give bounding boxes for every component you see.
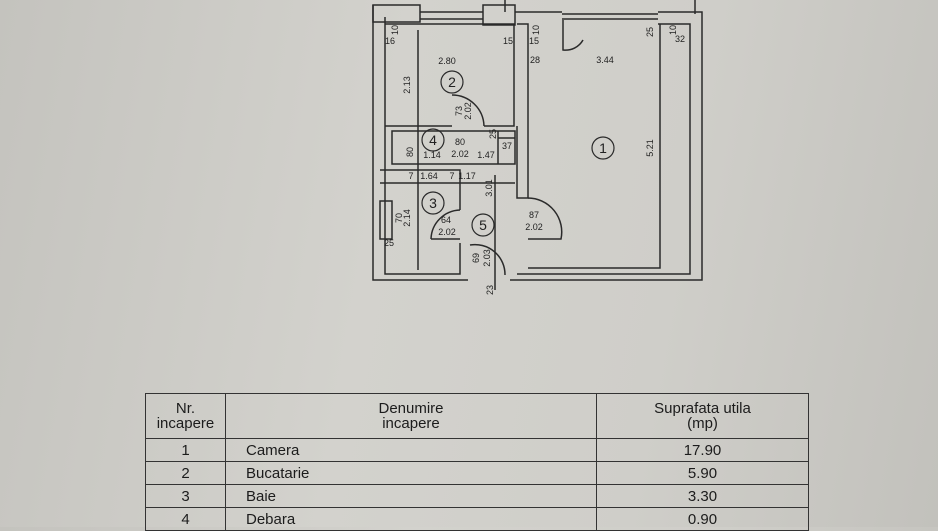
- dim-label: 23: [485, 285, 495, 295]
- room-numbers: 1 2 3 4 5: [429, 74, 607, 233]
- dim-label: 80: [455, 137, 465, 147]
- dim-label: 2.02: [451, 149, 469, 159]
- dim-label: 80: [405, 147, 415, 157]
- room-3-circle: [421, 191, 445, 215]
- room-4-circle: [421, 128, 445, 152]
- room-number: 2: [448, 74, 456, 90]
- room-markers: [421, 70, 615, 237]
- dim-label: 2.14: [402, 209, 412, 227]
- room-number: 5: [479, 217, 487, 233]
- floor-plan: 1 2 3 4 5 2.80 2.13 73 2.02 10 16 15 15 …: [372, 0, 703, 295]
- dim-label: 3.44: [596, 55, 614, 65]
- room-number: 3: [429, 195, 437, 211]
- dim-label: 25: [488, 129, 498, 139]
- table-header: Nr. incapere Denumire incapere Suprafata…: [145, 393, 809, 439]
- dim-label: 2.02: [463, 102, 473, 120]
- dim-label: 7: [449, 171, 454, 181]
- dim-label: 25: [384, 238, 394, 248]
- dim-label: 73: [454, 106, 464, 116]
- room-2-circle: [440, 70, 464, 94]
- dim-label: 7: [408, 171, 413, 181]
- cell-nr: 3: [145, 484, 226, 508]
- cell-area: 17.90: [596, 438, 809, 462]
- walls: [372, 0, 703, 290]
- dim-label: 2.03: [482, 249, 492, 267]
- dim-label: 1.64: [420, 171, 438, 181]
- dim-label: 64: [441, 215, 451, 225]
- cell-area: 5.90: [596, 461, 809, 485]
- header-nr: Nr. incapere: [145, 393, 226, 439]
- dim-label: 2.02: [525, 222, 543, 232]
- room-number: 4: [429, 132, 437, 148]
- dim-label: 2.80: [438, 56, 456, 66]
- dim-label: 1.47: [477, 150, 495, 160]
- dim-label: 69: [471, 253, 481, 263]
- dimension-labels: 2.80 2.13 73 2.02 10 16 15 15 10 28 3.44…: [384, 25, 685, 295]
- cell-name: Debara: [225, 507, 597, 531]
- dim-label: 5.21: [645, 139, 655, 157]
- dim-label: 15: [503, 36, 513, 46]
- dim-label: 10: [531, 25, 541, 35]
- cell-nr: 1: [145, 438, 226, 462]
- cell-area: 3.30: [596, 484, 809, 508]
- header-area: Suprafata utila (mp): [596, 393, 809, 439]
- dim-label: 25: [645, 27, 655, 37]
- dim-label: 2.02: [438, 227, 456, 237]
- dim-label: 1.14: [423, 150, 441, 160]
- dim-label: 10: [668, 25, 678, 35]
- room-5-circle: [471, 213, 495, 237]
- dim-label: 2.13: [402, 76, 412, 94]
- dim-label: 16: [385, 36, 395, 46]
- table-row: 2 Bucatarie 5.90: [145, 461, 809, 485]
- room-number: 1: [599, 140, 607, 156]
- cell-name: Baie: [225, 484, 597, 508]
- cell-name: Camera: [225, 438, 597, 462]
- cell-name: Bucatarie: [225, 461, 597, 485]
- table-row: 4 Debara 0.90: [145, 507, 809, 531]
- rooms-table: Nr. incapere Denumire incapere Suprafata…: [145, 393, 809, 531]
- table-row: 1 Camera 17.90: [145, 438, 809, 462]
- header-name: Denumire incapere: [225, 393, 597, 439]
- dim-label: 87: [529, 210, 539, 220]
- table-row: 3 Baie 3.30: [145, 484, 809, 508]
- cell-nr: 2: [145, 461, 226, 485]
- room-1-circle: [591, 136, 615, 160]
- cell-area: 0.90: [596, 507, 809, 531]
- cell-nr: 4: [145, 507, 226, 531]
- dim-label: 32: [675, 34, 685, 44]
- dim-label: 3.01: [484, 179, 494, 197]
- dim-label: 70: [394, 213, 404, 223]
- dim-label: 28: [530, 55, 540, 65]
- dim-label: 10: [390, 25, 400, 35]
- dim-label: 15: [529, 36, 539, 46]
- dim-label: 1.17: [458, 171, 476, 181]
- dim-label: 37: [502, 141, 512, 151]
